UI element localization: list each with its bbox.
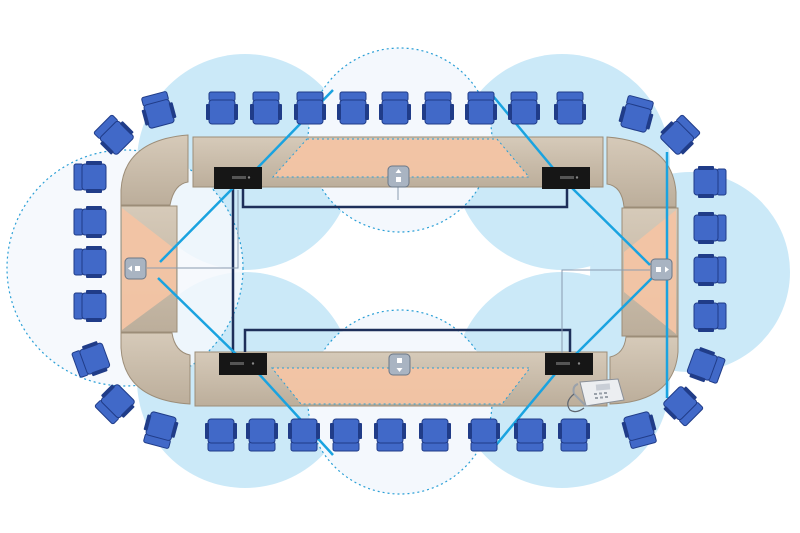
office-chair-icon: [693, 212, 727, 244]
pickup-zone-top-outline: [271, 138, 531, 178]
coverage-zone-right: [590, 172, 790, 372]
table-corner-top-left: [120, 134, 189, 206]
table-corner-bottom-left: [120, 332, 191, 405]
office-chair-icon: [250, 91, 282, 125]
pickup-zone-bottom: [272, 368, 530, 404]
office-chair-icon: [374, 418, 406, 452]
office-chair-icon: [419, 418, 451, 452]
office-chair-icon: [337, 91, 369, 125]
beam-bottom-right-down: [491, 361, 566, 451]
office-chair-icon: [71, 341, 111, 378]
chairs: [71, 91, 727, 452]
office-chair-icon: [143, 411, 179, 449]
office-chair-icon: [330, 418, 362, 452]
office-chair-icon: [554, 91, 586, 125]
boundary-microphone-icon: [650, 258, 673, 281]
cable-bottom-bus: [243, 328, 572, 352]
office-chair-icon: [294, 91, 326, 125]
boundary-microphone-icon: [124, 257, 147, 280]
office-chair-icon: [93, 114, 134, 155]
table-speaker-unit-icon: [219, 353, 267, 375]
beam-top-left-down: [159, 187, 234, 263]
office-chair-icon: [468, 418, 500, 452]
beam-bottom-right-up: [571, 277, 653, 359]
office-chair-icon: [558, 418, 590, 452]
office-chair-icon: [660, 114, 701, 155]
desk-telephone-icon: [567, 378, 625, 413]
office-chair-icon: [288, 418, 320, 452]
cable-left-mic: [147, 190, 239, 269]
office-chair-icon: [73, 246, 107, 278]
office-chair-icon: [379, 91, 411, 125]
table-speaker-unit-icon: [542, 167, 590, 189]
pickup-zone-right: [624, 210, 676, 334]
table-corner-bottom-right: [609, 336, 679, 405]
office-chair-icon: [508, 91, 540, 125]
office-chair-icon: [618, 95, 654, 133]
table-speaker-unit-icon: [545, 353, 593, 375]
beam-top-right-down: [571, 187, 651, 266]
beam-bottom-left-up: [157, 277, 241, 359]
beam-bottom-left-down: [247, 361, 334, 456]
office-chair-icon: [693, 300, 727, 332]
table-corner-top-right: [606, 136, 677, 208]
office-chair-icon: [422, 91, 454, 125]
office-chair-icon: [465, 91, 497, 125]
pickup-zone-top: [273, 139, 529, 177]
office-chair-icon: [621, 411, 657, 449]
office-chair-icon: [206, 91, 238, 125]
office-chair-icon: [141, 91, 177, 129]
office-chair-icon: [73, 290, 107, 322]
pickup-zone-left: [122, 208, 176, 330]
cable-right-mic: [561, 269, 650, 372]
office-chair-icon: [73, 206, 107, 238]
office-chair-icon: [73, 161, 107, 193]
boundary-microphone-icon: [387, 165, 410, 188]
office-chair-icon: [246, 418, 278, 452]
office-chair-icon: [205, 418, 237, 452]
pickup-zone-bottom-outline: [270, 367, 532, 405]
office-chair-icon: [94, 384, 135, 425]
office-chair-icon: [663, 386, 704, 427]
cable-top-bus: [241, 189, 569, 209]
office-chair-icon: [514, 418, 546, 452]
boundary-microphones: [124, 165, 673, 376]
office-chair-icon: [693, 166, 727, 198]
boundary-microphone-icon: [388, 353, 411, 376]
speaker-units: [214, 167, 593, 375]
office-chair-icon: [686, 347, 726, 384]
table-speaker-unit-icon: [214, 167, 262, 189]
office-chair-icon: [693, 254, 727, 286]
